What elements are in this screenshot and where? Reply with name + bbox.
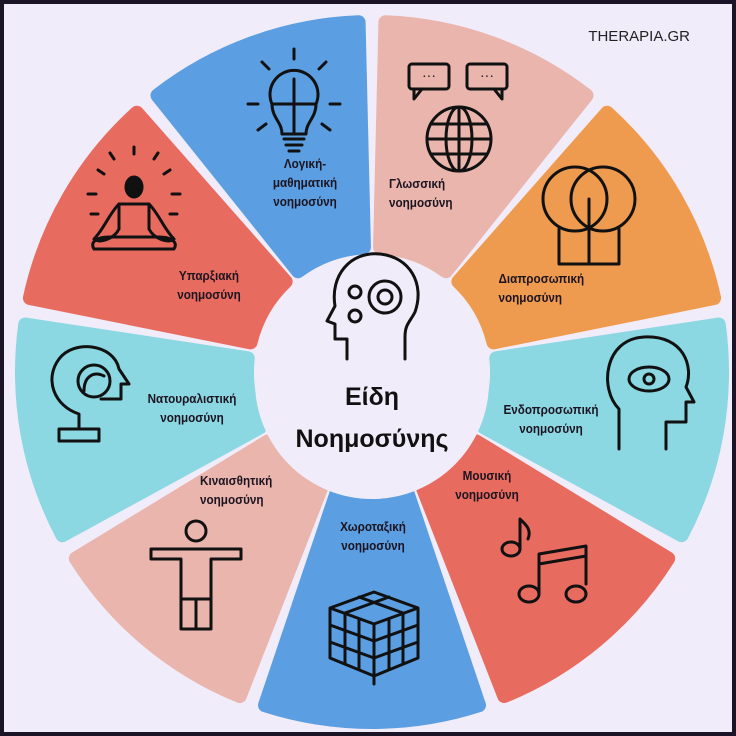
segment-naturalist [15, 317, 267, 543]
label-naturalist: Νατουραλιστική νοημοσύνη [129, 389, 255, 427]
person-icon [149, 519, 243, 631]
lightbulb-puzzle-icon [246, 47, 342, 153]
label-line: Κιναισθητική [200, 473, 273, 488]
label-existential: Υπαρξιακή νοημοσύνη [160, 266, 259, 304]
label-line: νοημοσύνη [177, 287, 241, 302]
label-line: νοημοσύνη [273, 194, 337, 209]
label-line: νοημοσύνη [160, 410, 224, 425]
center-title-line1: Είδη [344, 383, 400, 411]
segment-logical [150, 15, 371, 279]
label-line: νοημοσύνη [455, 487, 519, 502]
label-kinesthetic: Κιναισθητική νοημοσύνη [200, 471, 308, 509]
head-eye-icon [606, 335, 696, 451]
two-heads-icon [541, 165, 637, 266]
label-line: νοημοσύνη [519, 421, 583, 436]
head-leaf-icon [50, 345, 131, 443]
globe-chat-icon: ··· ··· [407, 62, 509, 173]
label-spatial: Χωροταξική νοημοσύνη [324, 517, 423, 555]
label-line: Διαπροσωπική [498, 271, 585, 286]
center-title: Είδη Νοημοσύνης [272, 376, 472, 460]
label-line: μαθηματική [272, 175, 338, 190]
music-notes-icon [500, 517, 588, 604]
segment-linguistic [373, 15, 594, 279]
label-line: νοημοσύνη [341, 538, 405, 553]
segment-intrapersonal [477, 317, 729, 543]
label-line: Μουσική [462, 468, 512, 483]
svg-text:···: ··· [480, 70, 494, 85]
label-musical: Μουσική νοημοσύνη [447, 466, 528, 504]
label-line: νοημοσύνη [498, 290, 563, 305]
segment-existential [22, 105, 293, 350]
label-linguistic: Γλωσσική νοημοσύνη [389, 174, 479, 212]
label-line: νοημοσύνη [389, 195, 453, 210]
head-gears-icon [325, 252, 420, 361]
cube-icon [328, 590, 420, 686]
center-title-line2: Νοημοσύνης [295, 425, 449, 453]
meditation-icon [86, 145, 182, 251]
center-disc [255, 265, 489, 499]
label-logical: Λογική- μαθηματική νοημοσύνη [256, 154, 355, 211]
brand-watermark: THERAPIA.GR [588, 28, 690, 45]
wheel: ··· ··· [15, 15, 729, 729]
label-interpersonal: Διαπροσωπική νοημοσύνη [499, 269, 616, 307]
svg-text:···: ··· [422, 70, 436, 85]
label-line: Ενδοπροσωπική [503, 402, 599, 417]
label-line: Λογική- [283, 156, 327, 171]
label-line: Χωροταξική [340, 519, 406, 534]
segment-musical [415, 434, 676, 704]
label-line: νοημοσύνη [200, 492, 264, 507]
label-line: Υπαρξιακή [178, 268, 240, 283]
label-line: Γλωσσική [389, 176, 446, 191]
label-intrapersonal: Ενδοπροσωπική νοημοσύνη [493, 400, 610, 438]
label-line: Νατουραλιστική [147, 391, 237, 406]
